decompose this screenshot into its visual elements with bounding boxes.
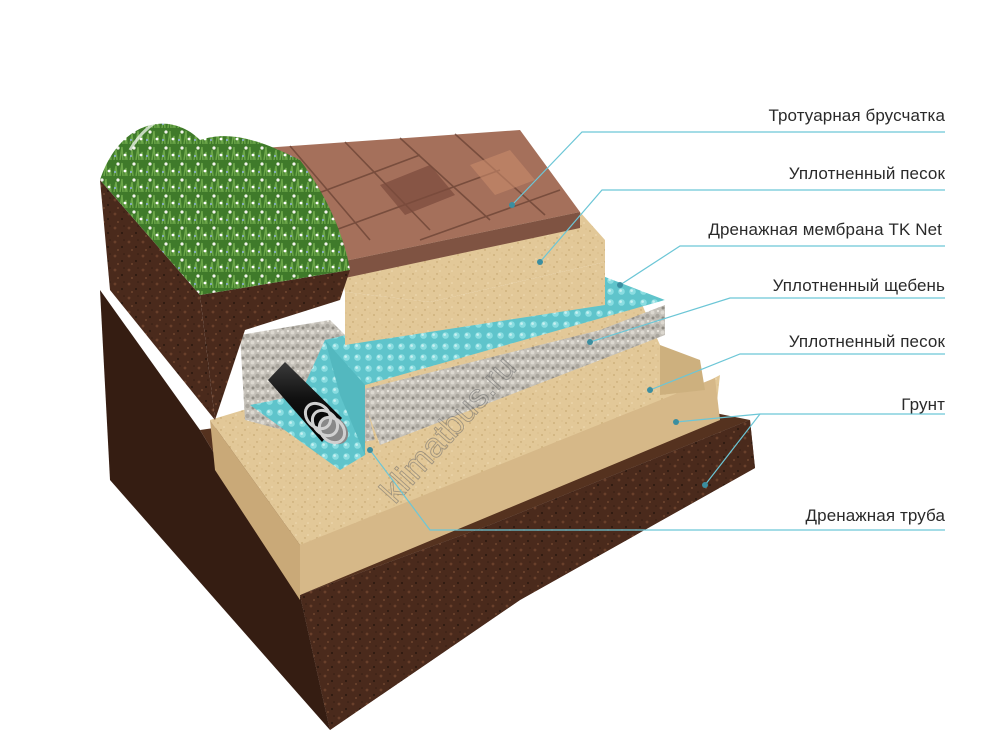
label-drainage-membrane: Дренажная мембрана TK Net xyxy=(708,220,942,239)
label-compacted-gravel: Уплотненный щебень xyxy=(772,276,945,295)
leader-paving xyxy=(511,131,945,206)
label-paving-stones: Тротуарная брусчатка xyxy=(768,106,945,125)
label-drainage-pipe: Дренажная труба xyxy=(805,506,945,525)
leader-lines xyxy=(367,131,945,531)
label-compacted-sand-bottom: Уплотненный песок xyxy=(788,332,945,351)
leader-sand-top xyxy=(539,189,945,263)
leader-pipe xyxy=(369,449,945,531)
leader-sand-bottom xyxy=(649,353,945,391)
leader-gravel xyxy=(589,297,945,343)
leader-soil-2 xyxy=(704,413,761,486)
label-compacted-sand-top: Уплотненный песок xyxy=(788,164,945,183)
label-soil: Грунт xyxy=(901,395,945,414)
leader-membrane xyxy=(619,245,945,286)
grass-block xyxy=(100,111,350,420)
drainage-pipe xyxy=(268,362,349,445)
drainage-membrane-layer xyxy=(250,275,665,470)
